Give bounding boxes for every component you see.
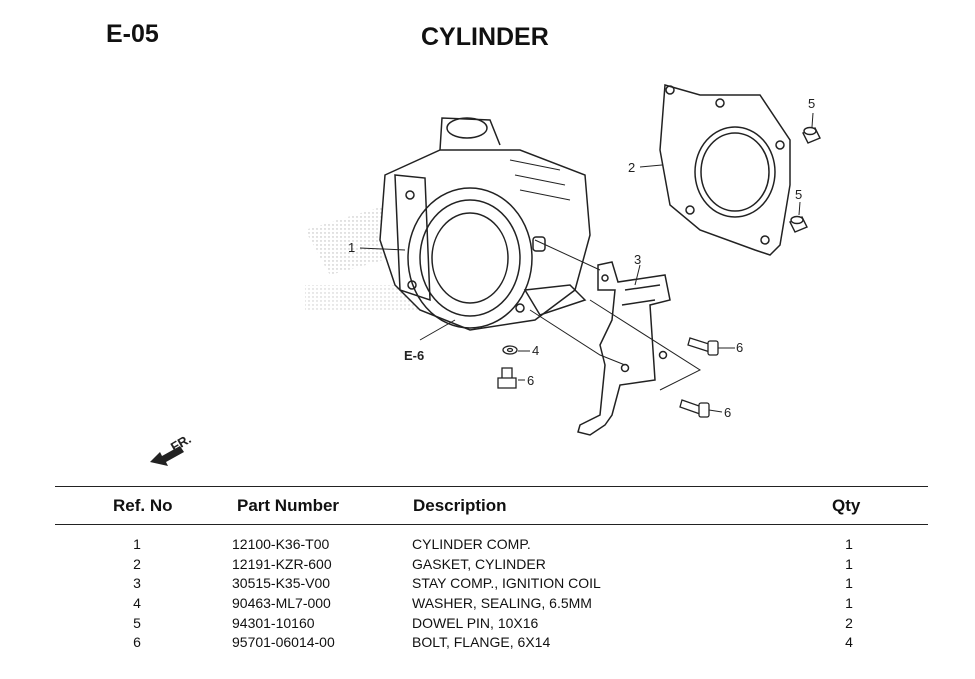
ref-no-cell: 3 — [133, 575, 141, 592]
part-number-cell: 94301-10160 — [232, 614, 315, 631]
ref-no-cell: 4 — [133, 595, 141, 612]
callout-2: 2 — [628, 160, 635, 175]
qty-cell: 2 — [845, 614, 853, 631]
description-cell: WASHER, SEALING, 6.5MM — [412, 595, 592, 612]
page-title: CYLINDER — [421, 23, 549, 51]
description-cell: BOLT, FLANGE, 6X14 — [412, 634, 551, 651]
ref-no-cell: 2 — [133, 555, 141, 572]
header-part-number: Part Number — [237, 496, 340, 515]
dowel-pin-upper — [802, 126, 821, 144]
qty-cell: 1 — [845, 536, 853, 552]
callout-6-left: 6 — [527, 373, 534, 388]
table-row: 1 12100-K36-T00 CYLINDER COMP. 1 — [0, 536, 975, 556]
table-row: 4 90463-ML7-000 WASHER, SEALING, 6.5MM 1 — [0, 595, 975, 615]
callout-3: 3 — [634, 252, 641, 267]
cross-reference-label: E-6 — [404, 348, 424, 363]
table-header-rule — [55, 524, 928, 525]
flange-bolt-b — [687, 337, 719, 356]
header-description: Description — [413, 496, 507, 515]
ignition-coil-stay — [577, 261, 671, 436]
callout-4: 4 — [532, 343, 539, 358]
qty-cell: 1 — [845, 595, 853, 612]
parts-table-body: 1 12100-K36-T00 CYLINDER COMP. 1 2 12191… — [0, 536, 975, 654]
ref-no-cell: 6 — [133, 634, 141, 651]
callout-6-right-lower: 6 — [724, 405, 731, 420]
table-row: 6 95701-06014-00 BOLT, FLANGE, 6X14 4 — [0, 634, 975, 654]
part-number-cell: 90463-ML7-000 — [232, 595, 331, 612]
flange-bolt-a — [497, 367, 517, 389]
table-row: 3 30515-K35-V00 STAY COMP., IGNITION COI… — [0, 575, 975, 595]
callout-5-upper: 5 — [808, 96, 815, 111]
exploded-parts-diagram: 1 2 3 4 5 5 6 6 6 6 E-6 FR. — [150, 84, 821, 466]
callout-6-right-upper: 6 — [736, 340, 743, 355]
description-cell: GASKET, CYLINDER — [412, 555, 546, 572]
sealing-washer — [502, 345, 518, 355]
part-number-cell: 12191-KZR-600 — [232, 555, 332, 572]
description-cell: CYLINDER COMP. — [412, 536, 531, 552]
cylinder-gasket — [659, 84, 791, 256]
qty-cell: 1 — [845, 575, 853, 592]
table-top-rule — [55, 486, 928, 487]
flange-bolt-c — [679, 399, 710, 418]
front-arrow-icon: FR. — [150, 431, 194, 466]
callout-5-lower: 5 — [795, 187, 802, 202]
ref-no-cell: 1 — [133, 536, 141, 552]
part-number-cell: 95701-06014-00 — [232, 634, 335, 651]
page-code: E-05 — [106, 20, 159, 48]
header-qty: Qty — [832, 496, 861, 515]
callout-1: 1 — [348, 240, 355, 255]
dowel-pin-lower — [789, 215, 808, 233]
table-row: 2 12191-KZR-600 GASKET, CYLINDER 1 — [0, 556, 975, 576]
qty-cell: 4 — [845, 634, 853, 651]
part-number-cell: 12100-K36-T00 — [232, 536, 330, 552]
table-row: 5 94301-10160 DOWEL PIN, 10X16 2 — [0, 615, 975, 635]
qty-cell: 1 — [845, 555, 853, 572]
part-number-cell: 30515-K35-V00 — [232, 575, 331, 592]
description-cell: DOWEL PIN, 10X16 — [412, 614, 539, 631]
description-cell: STAY COMP., IGNITION COIL — [412, 575, 601, 592]
header-ref-no: Ref. No — [113, 496, 173, 515]
ref-no-cell: 5 — [133, 614, 141, 631]
leader-lines — [359, 112, 814, 413]
cylinder-comp — [379, 117, 591, 331]
